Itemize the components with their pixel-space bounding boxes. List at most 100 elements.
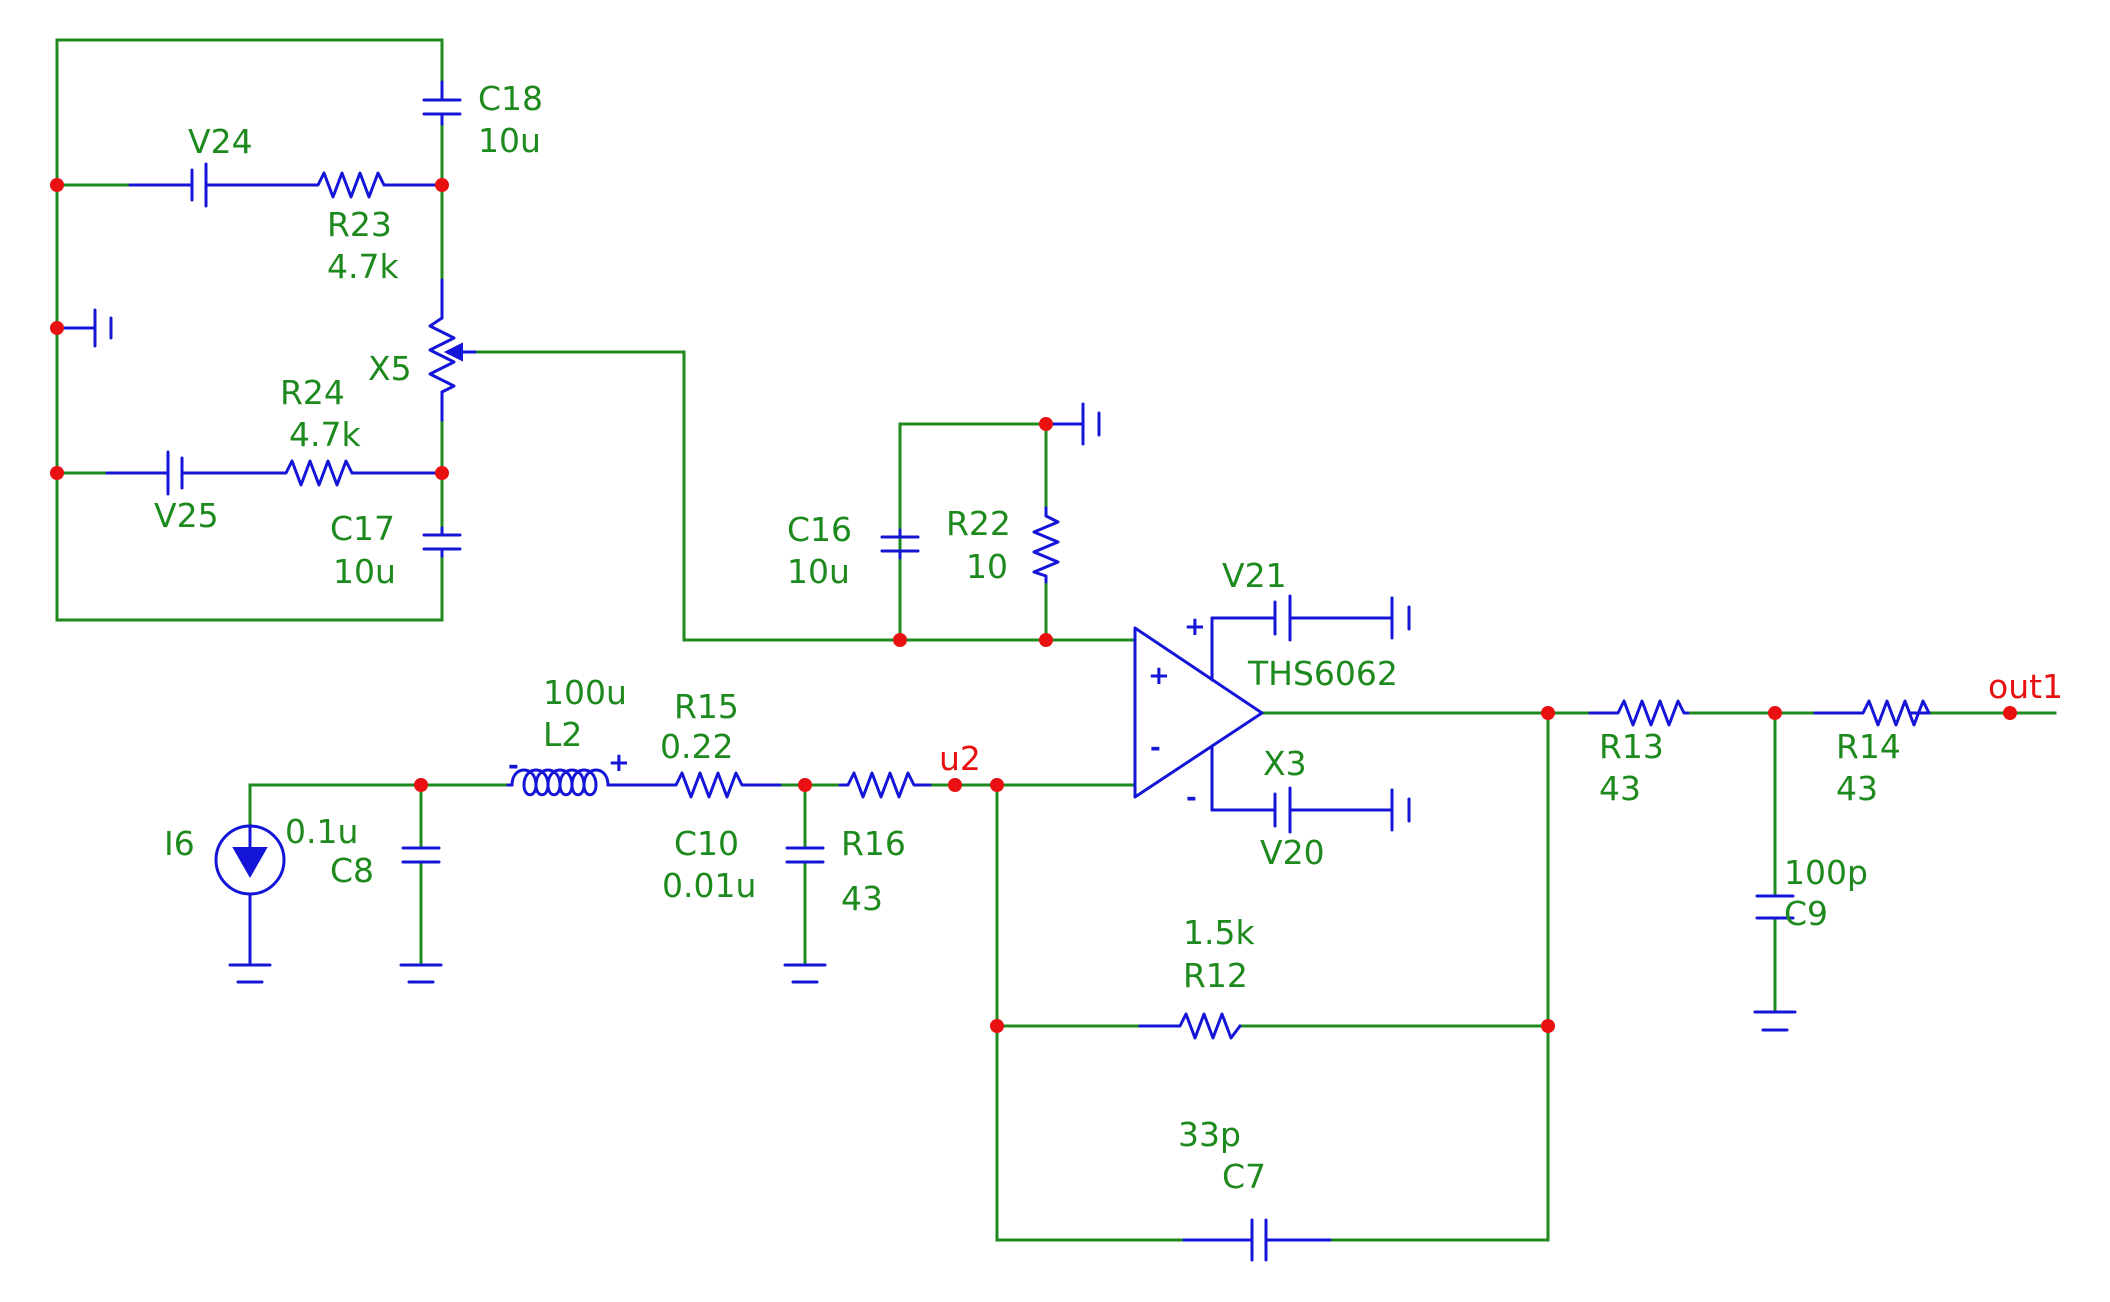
r23-value: 4.7k (327, 247, 399, 286)
wire (1328, 711, 1550, 1242)
resistor-r14 (1813, 699, 1931, 727)
capacitor-c8 (401, 846, 441, 864)
c7-value: 33p (1178, 1115, 1241, 1154)
x5-ref: X5 (368, 349, 412, 388)
r13-ref: R13 (1599, 727, 1664, 766)
r15-ref: R15 (674, 687, 739, 726)
junction-dot (50, 321, 64, 335)
ground-c9 (1753, 1010, 1797, 1032)
resistor-r13 (1588, 699, 1690, 727)
junction-dot (990, 1019, 1004, 1033)
r16-value: 43 (841, 879, 883, 918)
ground-v21 (1390, 596, 1411, 640)
wires (55, 38, 2057, 1242)
junction-dot (1541, 706, 1555, 720)
junction-dot (893, 633, 907, 647)
resistor-r22 (1032, 506, 1060, 584)
junction-dot (1039, 633, 1053, 647)
junction-dot (435, 466, 449, 480)
capacitor-c18 (422, 80, 462, 126)
ground-left-rail (55, 308, 113, 348)
junction-dot (1039, 417, 1053, 431)
ground-c10 (783, 963, 827, 984)
l2-ref: L2 (543, 715, 582, 754)
r22-value: 10 (966, 547, 1008, 586)
r12-value: 1.5k (1183, 913, 1255, 952)
c8-value: 0.1u (285, 812, 358, 851)
r14-ref: R14 (1836, 727, 1901, 766)
resistor-r12 (1138, 1012, 1242, 1040)
wire (995, 783, 1186, 1242)
net-label-out1: out1 (1988, 667, 2063, 706)
opamp-ths6062 (1133, 616, 1277, 812)
r14-value: 43 (1836, 769, 1878, 808)
resistor-r23 (308, 171, 444, 199)
r24-ref: R24 (280, 373, 345, 412)
opamp-vpos-sign: + (1184, 612, 1206, 642)
junctions (50, 178, 2017, 1033)
net-label-u2: u2 (939, 739, 981, 778)
opamp-ref: THS6062 (1247, 654, 1398, 693)
junction-dot (414, 778, 428, 792)
junction-dot (2003, 706, 2017, 720)
junction-dot (948, 778, 962, 792)
r12-ref: R12 (1183, 956, 1248, 995)
opamp-noninverting-sign: + (1148, 661, 1170, 691)
ground-c8 (399, 963, 443, 984)
x3-ref: X3 (1263, 744, 1307, 783)
v20-ref: V20 (1260, 833, 1325, 872)
current-source-i6 (214, 824, 286, 967)
battery-v20 (1273, 786, 1394, 834)
c9-value: 100p (1784, 853, 1868, 892)
junction-dot (990, 778, 1004, 792)
ground-v20 (1390, 788, 1411, 832)
capacitor-c10 (785, 846, 825, 864)
c16-ref: C16 (787, 510, 852, 549)
junction-dot (798, 778, 812, 792)
ground-r22 (1044, 402, 1101, 446)
r24-value: 4.7k (289, 415, 361, 454)
battery-v25 (105, 450, 282, 496)
c17-ref: C17 (330, 509, 395, 548)
capacitor-c16 (880, 528, 920, 560)
potentiometer-x5 (428, 278, 477, 422)
junction-dot (50, 466, 64, 480)
c10-value: 0.01u (662, 866, 756, 905)
v21-ref: V21 (1222, 556, 1287, 595)
i6-ref: I6 (164, 824, 195, 863)
r23-ref: R23 (327, 205, 392, 244)
junction-dot (1541, 1019, 1555, 1033)
resistor-r15 (666, 771, 782, 799)
capacitor-c7 (1182, 1218, 1332, 1262)
opamp-vneg-sign: - (1186, 783, 1197, 813)
battery-v21 (1273, 594, 1394, 642)
junction-dot (1768, 706, 1782, 720)
resistor-r24 (278, 459, 444, 487)
r13-value: 43 (1599, 769, 1641, 808)
l2-value: 100u (543, 673, 627, 712)
c7-ref: C7 (1222, 1157, 1266, 1196)
c8-ref: C8 (330, 851, 374, 890)
junction-dot (435, 178, 449, 192)
v25-ref: V25 (154, 496, 219, 535)
junction-dot (50, 178, 64, 192)
c18-ref: C18 (478, 79, 543, 118)
inductor-plus-sign: + (608, 748, 630, 778)
inductor-minus-sign: - (508, 751, 519, 781)
c17-value: 10u (333, 552, 396, 591)
resistor-r16 (838, 771, 932, 799)
battery-v24 (128, 162, 312, 208)
v24-ref: V24 (188, 122, 253, 161)
capacitor-c9 (1755, 894, 1795, 920)
c10-ref: C10 (674, 824, 739, 863)
inductor-l2 (506, 768, 670, 797)
opamp-inverting-sign: - (1150, 733, 1161, 763)
ground-i6 (228, 963, 272, 984)
r22-ref: R22 (946, 504, 1011, 543)
c16-value: 10u (787, 552, 850, 591)
r15-value: 0.22 (660, 727, 733, 766)
capacitor-c17 (422, 526, 462, 558)
labels: C18 10u V24 R23 4.7k X5 R24 4.7k V25 C17… (154, 79, 2063, 1196)
c9-ref: C9 (1784, 894, 1828, 933)
c18-value: 10u (478, 121, 541, 160)
